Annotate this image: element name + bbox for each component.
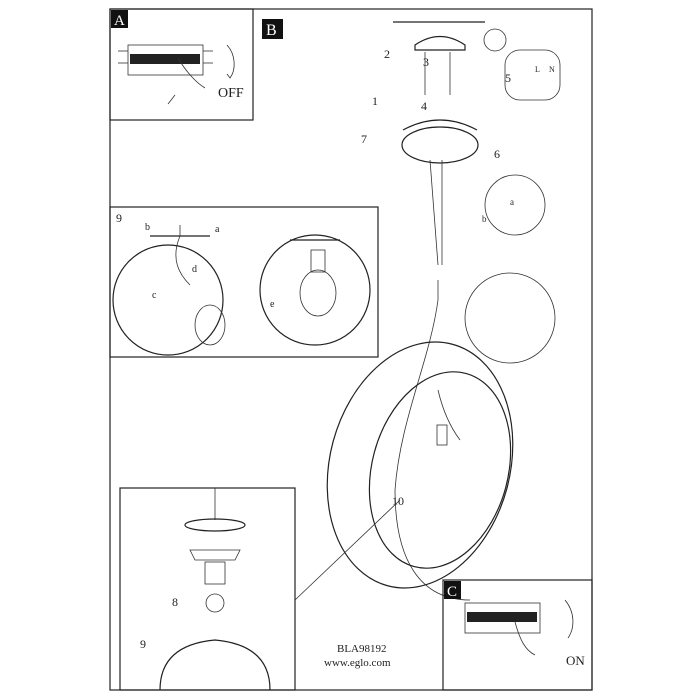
panel-step-9: 9 a b c d e: [109, 206, 379, 358]
off-label: OFF: [218, 86, 244, 101]
letter-b-b: b: [482, 214, 487, 224]
letter-a: a: [215, 224, 220, 235]
globe-shade-illustration: [326, 341, 514, 589]
step-6: 6: [494, 147, 500, 161]
model-number: BLA98192: [337, 643, 387, 655]
panel-b-label: B: [266, 22, 277, 39]
panel-a-label: A: [114, 13, 125, 29]
step-4: 4: [421, 99, 427, 113]
website: www.eglo.com: [324, 657, 391, 669]
step-7: 7: [361, 132, 367, 146]
letter-b: b: [145, 222, 150, 233]
letter-e: e: [270, 299, 275, 310]
panel-b-marker: [262, 19, 283, 39]
arrow-icon: [226, 44, 235, 79]
breaker-box-icon: [118, 44, 213, 105]
step-5: 5: [505, 71, 511, 85]
outer-frame: [109, 8, 593, 691]
step-3: 3: [423, 55, 429, 69]
letter-c: c: [152, 290, 157, 301]
ceiling-mount-illustration: [393, 21, 561, 601]
panel-c-label: C: [447, 584, 457, 600]
wire-l: L: [535, 65, 540, 74]
panel-bulb-install: 8 9: [119, 487, 401, 691]
step-2: 2: [384, 47, 390, 61]
letter-a-b: a: [510, 197, 514, 207]
step-numbers: 2 3 5 1 4 7 6 10: [361, 47, 511, 508]
panel-a: A OFF: [109, 8, 254, 121]
step-8: 8: [172, 595, 178, 609]
step-1: 1: [372, 94, 378, 108]
on-label: ON: [566, 653, 585, 668]
step-9-bottom: 9: [140, 637, 146, 651]
panel-c: C ON: [442, 579, 593, 691]
letter-d: d: [192, 264, 197, 275]
step-9-label: 9: [116, 211, 122, 225]
wire-n: N: [549, 65, 555, 74]
breaker-box-icon: [464, 602, 541, 656]
arrow-icon: [564, 599, 574, 639]
